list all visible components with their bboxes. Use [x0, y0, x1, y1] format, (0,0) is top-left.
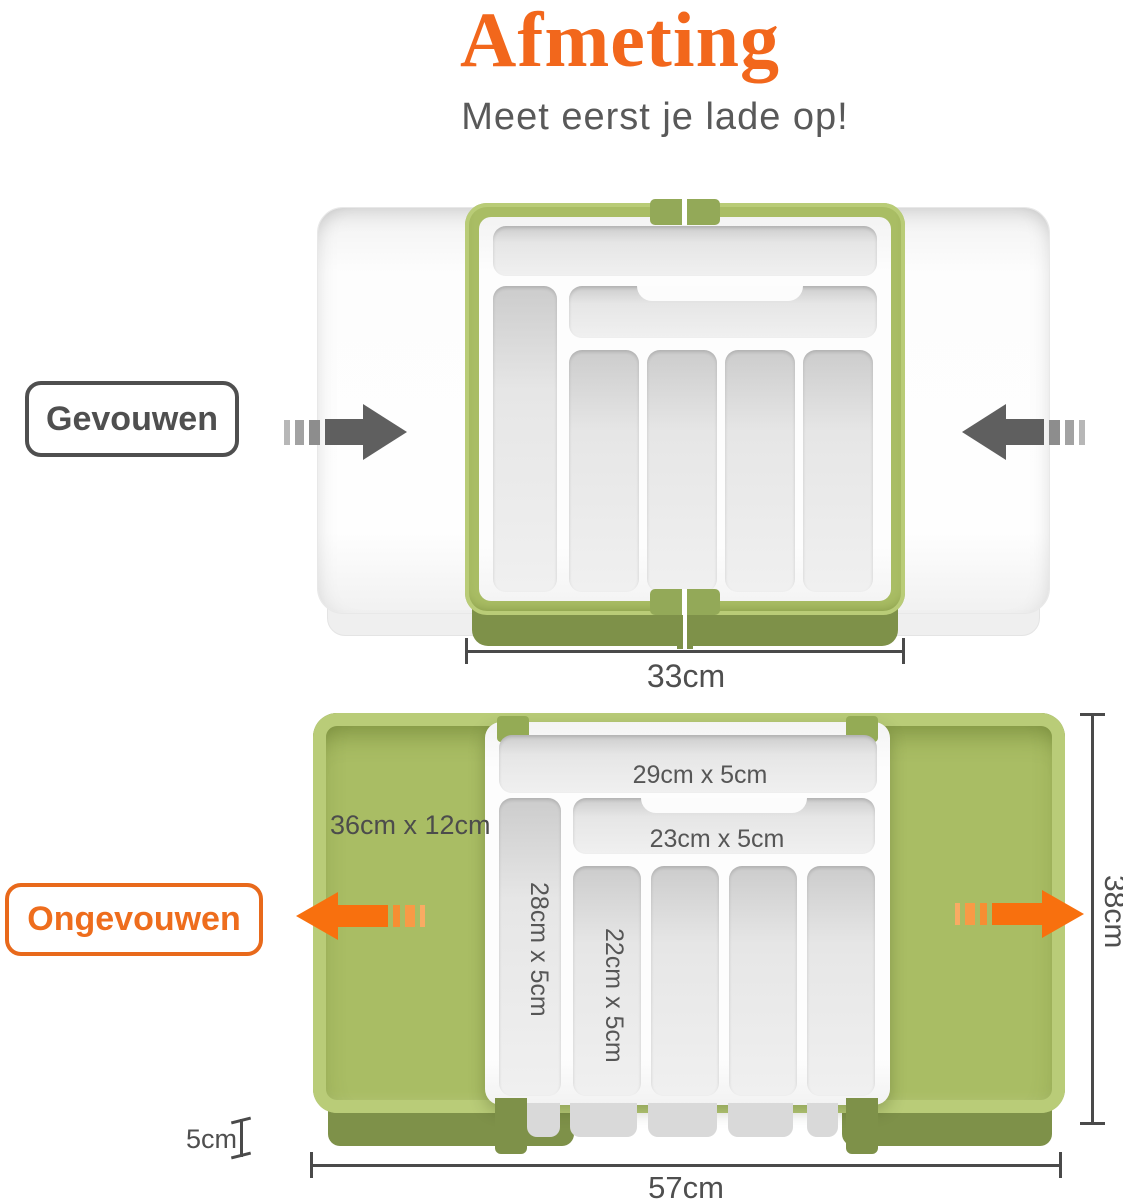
folded-compartment-slot	[803, 350, 873, 592]
slot-compartment-dim-label: 22cm x 5cm	[600, 928, 628, 1063]
fold-arrow-right-icon	[284, 404, 407, 460]
folded-compartment-top	[493, 226, 877, 276]
folded-compartment-left	[493, 286, 557, 592]
unfolded-width-dim-label: 57cm	[648, 1170, 724, 1200]
tray-foot	[570, 1103, 637, 1137]
depth-dim-label: 5cm	[186, 1124, 238, 1154]
folded-top-seam	[682, 199, 687, 225]
unfolded-bottom-tab-left	[495, 1098, 527, 1154]
height-dim-tick-bottom	[1080, 1122, 1105, 1125]
height-dim-line	[1091, 715, 1094, 1125]
fold-arrow-left-icon	[962, 404, 1085, 460]
unfolded-compartment-slot	[573, 866, 641, 1096]
unfolded-compartment-notch	[641, 798, 807, 813]
unfolded-compartment-slot	[807, 866, 875, 1096]
unfolded-compartment-slot	[651, 866, 719, 1096]
page-subtitle: Meet eerst je lade op!	[461, 96, 849, 138]
folded-compartment-slot	[647, 350, 717, 592]
tray-foot	[728, 1103, 793, 1137]
unfolded-compartment-top	[499, 735, 877, 793]
folded-width-dim-tick-left	[465, 638, 468, 664]
unfolded-state-badge: Ongevouwen	[5, 883, 263, 956]
folded-state-badge: Gevouwen	[25, 381, 239, 457]
tray-foot	[807, 1103, 838, 1137]
unfolded-state-label: Ongevouwen	[27, 900, 241, 938]
unfolded-compartment-slot	[729, 866, 797, 1096]
unfold-arrow-right-icon	[955, 890, 1084, 938]
depth-dim-line	[240, 1119, 243, 1157]
unfolded-bottom-tab-right	[846, 1098, 878, 1154]
top-compartment-dim-label: 29cm x 5cm	[632, 761, 768, 789]
height-dim-label: 38cm	[1098, 875, 1123, 949]
unfold-arrow-left-icon	[296, 892, 425, 940]
folded-compartment-slot	[569, 350, 639, 592]
folded-width-dim-tick-right	[902, 638, 905, 664]
folded-width-dim-label: 33cm	[646, 658, 726, 694]
unfolded-compartment-left	[499, 798, 561, 1096]
height-dim-tick-top	[1080, 713, 1105, 716]
folded-bottom-stem	[677, 612, 693, 649]
tray-foot	[648, 1103, 717, 1137]
wing-dim-label: 36cm x 12cm	[330, 810, 491, 840]
tray-foot	[527, 1103, 560, 1137]
unfolded-width-dim-tick-right	[1059, 1152, 1062, 1178]
left-compartment-dim-label: 28cm x 5cm	[525, 882, 553, 1017]
folded-bottom-seam	[682, 589, 687, 615]
unfolded-width-dim-tick-left	[310, 1152, 313, 1178]
folded-compartment-notch	[637, 286, 803, 301]
page-title: Afmeting	[460, 0, 780, 83]
folded-state-label: Gevouwen	[46, 399, 218, 438]
middle-compartment-dim-label: 23cm x 5cm	[649, 825, 785, 853]
unfolded-width-dim-line	[312, 1164, 1062, 1167]
folded-width-dim-line	[467, 650, 905, 653]
folded-compartment-slot	[725, 350, 795, 592]
